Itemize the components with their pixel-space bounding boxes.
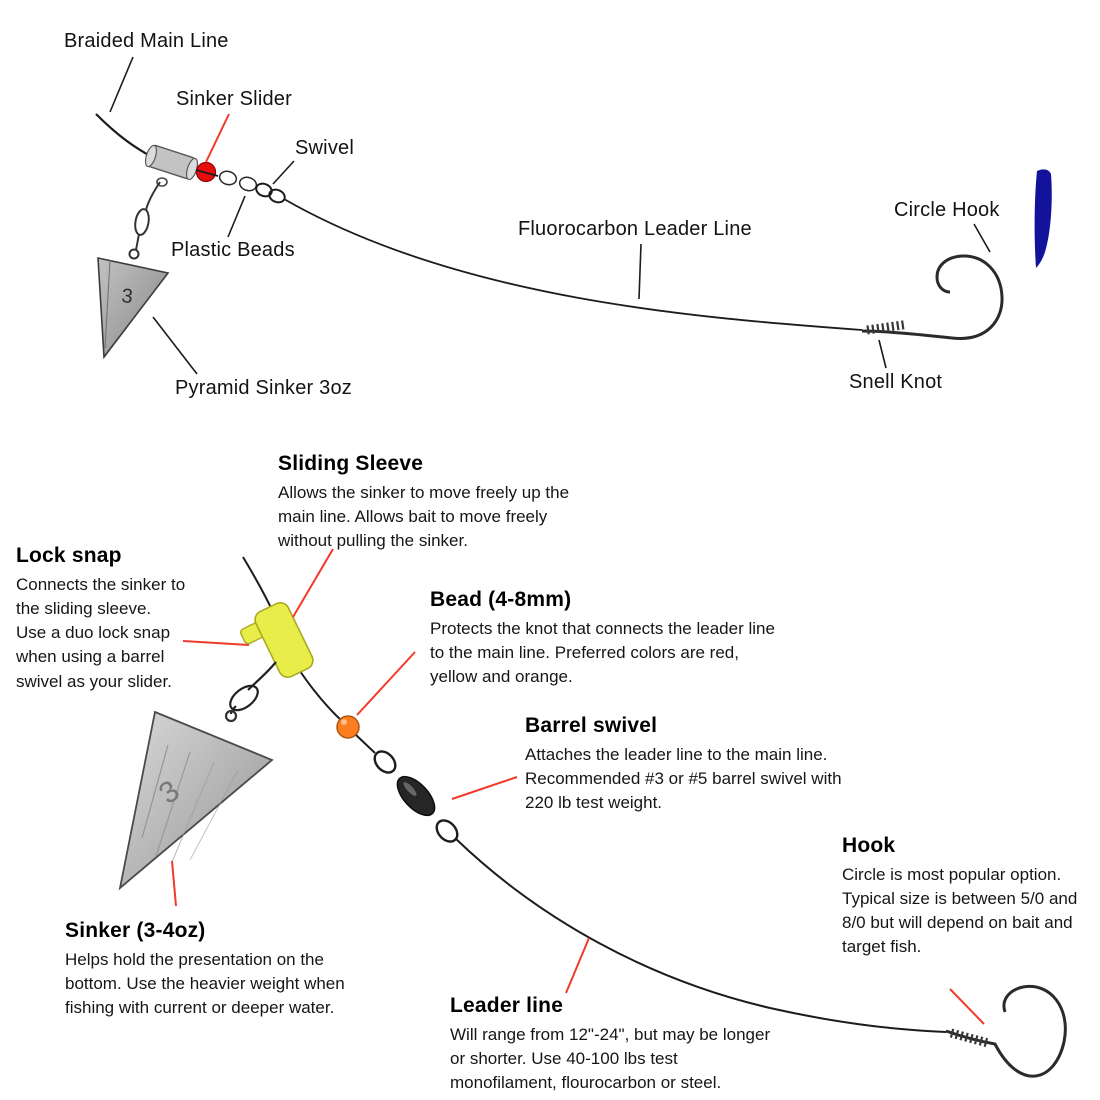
- sliding-sleeve-art: [240, 601, 314, 679]
- label-fluorocarbon-leader-line: Fluorocarbon Leader Line: [518, 218, 752, 240]
- pointer-hook: [949, 988, 985, 1025]
- label-swivel: Swivel: [295, 137, 354, 159]
- pyramid-sinker-art: 3: [97, 256, 170, 360]
- callout-leader-line-body: Will range from 12"-24", but may be long…: [450, 1025, 771, 1093]
- pointer-lines-top: [109, 56, 991, 375]
- callout-barrel-swivel: Barrel swivel Attaches the leader line t…: [525, 714, 870, 815]
- lock-snap-art: [224, 661, 277, 723]
- callout-leader-line: Leader line Will range from 12"-24", but…: [450, 994, 780, 1095]
- callout-bead-title: Bead (4-8mm): [430, 588, 572, 611]
- pointer-snell-knot: [878, 339, 887, 369]
- bottom-rig-art: 3: [118, 548, 1067, 1078]
- leader-line-art: [283, 198, 863, 331]
- pointer-barrel-swivel: [451, 776, 518, 800]
- callout-lock-snap-title: Lock snap: [16, 544, 122, 567]
- pointer-lines-bottom: [171, 548, 985, 1025]
- callout-lock-snap-body: Connects the sinker to the sliding sleev…: [16, 575, 186, 691]
- callout-sinker: Sinker (3-4oz) Helps hold the presentati…: [65, 919, 365, 1020]
- sinker-slider-art: [144, 144, 199, 187]
- circle-hook-art: [861, 254, 1004, 340]
- barrel-swivel-art: [373, 750, 459, 843]
- pointer-bead: [356, 651, 416, 716]
- pointer-plastic-beads: [227, 195, 246, 238]
- snell-knot-art: [866, 320, 907, 335]
- callout-hook-title: Hook: [842, 834, 896, 857]
- swivel-art: [255, 182, 286, 204]
- leader-line-bottom-art: [454, 837, 947, 1033]
- callout-hook-body: Circle is most popular option. Typical s…: [842, 865, 1078, 957]
- label-circle-hook: Circle Hook: [894, 199, 1000, 221]
- label-pyramid-sinker: Pyramid Sinker 3oz: [175, 377, 352, 399]
- sinker-snap-art: [128, 181, 161, 260]
- main-line-bottom-art: [242, 556, 274, 613]
- label-snell-knot: Snell Knot: [849, 371, 943, 393]
- pyramid-sinker-bottom-art: 3: [118, 710, 274, 891]
- pointer-fluorocarbon: [638, 243, 642, 300]
- label-plastic-beads: Plastic Beads: [171, 239, 295, 261]
- top-rig-art: 3: [95, 56, 1052, 375]
- bead-to-swivel-line: [355, 734, 376, 754]
- hook-bottom-art: [945, 984, 1067, 1078]
- callout-bead-body: Protects the knot that connects the lead…: [430, 619, 775, 687]
- main-line-bottom-art2: [295, 664, 343, 722]
- pointer-sinker: [171, 860, 177, 907]
- plastic-beads-art: [195, 169, 258, 192]
- pointer-circle-hook: [973, 223, 991, 253]
- callout-sliding-sleeve-body: Allows the sinker to move freely up the …: [278, 483, 570, 551]
- callout-hook: Hook Circle is most popular option. Typi…: [842, 834, 1096, 960]
- pointer-leader-line: [565, 937, 590, 994]
- pointer-sliding-sleeve: [292, 548, 334, 618]
- callout-sinker-title: Sinker (3-4oz): [65, 919, 206, 942]
- label-braided-main-line: Braided Main Line: [64, 30, 229, 52]
- pointer-sinker-slider: [205, 113, 230, 163]
- callout-barrel-swivel-title: Barrel swivel: [525, 714, 658, 737]
- callout-sliding-sleeve: Sliding Sleeve Allows the sinker to move…: [278, 452, 570, 553]
- callout-lock-snap: Lock snap Connects the sinker to the sli…: [16, 544, 186, 694]
- pointer-lock-snap: [182, 640, 250, 646]
- callout-bead: Bead (4-8mm) Protects the knot that conn…: [430, 588, 780, 689]
- callout-sliding-sleeve-title: Sliding Sleeve: [278, 452, 424, 475]
- pointer-pyramid-sinker: [152, 316, 198, 375]
- snell-wraps-bottom-art: [949, 1028, 990, 1048]
- pointer-swivel: [272, 160, 295, 185]
- braided-main-line-art: [95, 113, 153, 158]
- blue-hook-fragment: [1034, 169, 1052, 268]
- callout-leader-line-title: Leader line: [450, 994, 564, 1017]
- pointer-braided-main-line: [109, 56, 134, 113]
- label-sinker-slider: Sinker Slider: [176, 88, 292, 110]
- callout-barrel-swivel-body: Attaches the leader line to the main lin…: [525, 745, 842, 813]
- orange-bead-art: [336, 715, 360, 739]
- sinker-weight-text: 3: [120, 285, 133, 308]
- callout-sinker-body: Helps hold the presentation on the botto…: [65, 950, 345, 1018]
